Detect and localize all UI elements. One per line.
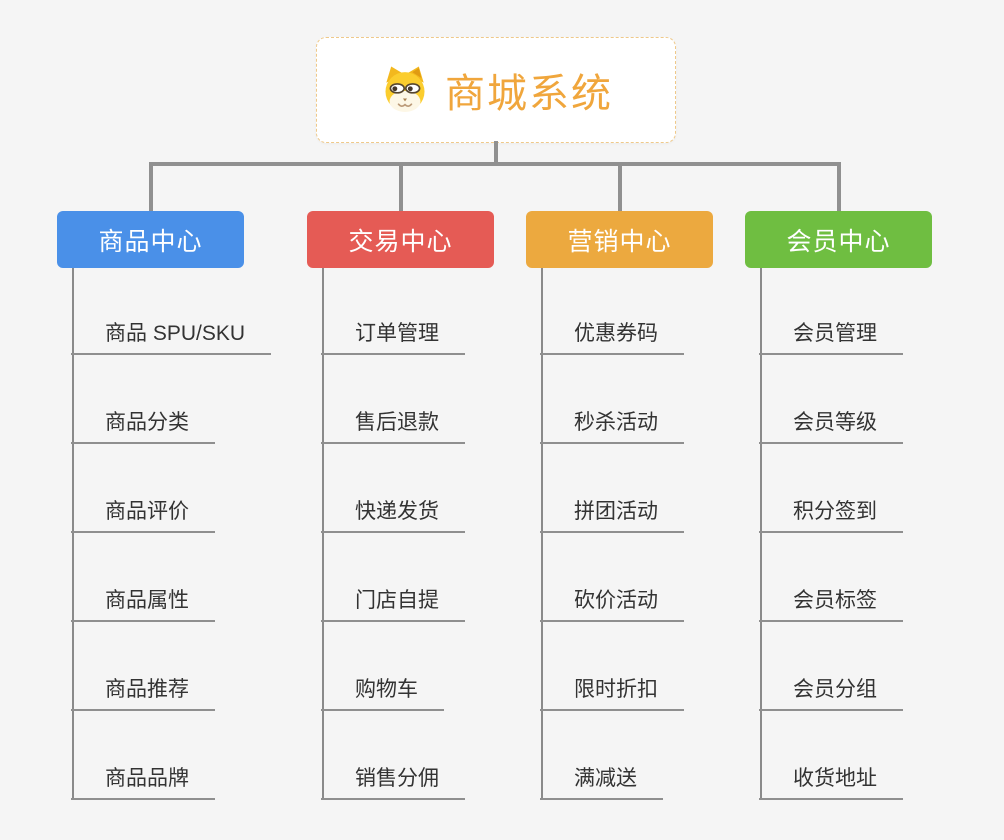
leaf-node[interactable]: 商品推荐: [71, 677, 215, 711]
leaf-node[interactable]: 购物车: [321, 677, 444, 711]
leaf-node[interactable]: 满减送: [540, 766, 663, 800]
leaf-node[interactable]: 优惠券码: [540, 321, 684, 355]
leaf-node[interactable]: 商品分类: [71, 410, 215, 444]
branch-spine-line: [322, 268, 324, 800]
branch-connector-drop: [398, 162, 403, 211]
branch-node-1[interactable]: 商品中心: [57, 211, 244, 268]
branch-connector-drop: [617, 162, 622, 211]
leaf-node[interactable]: 商品属性: [71, 588, 215, 622]
leaf-node[interactable]: 拼团活动: [540, 499, 684, 533]
branch-connector-drop: [148, 162, 153, 211]
leaf-node[interactable]: 门店自提: [321, 588, 465, 622]
root-connector-stub: [494, 141, 498, 166]
leaf-node[interactable]: 会员分组: [759, 677, 903, 711]
branch-connector-drop: [836, 162, 841, 211]
leaf-node[interactable]: 会员管理: [759, 321, 903, 355]
leaf-node[interactable]: 砍价活动: [540, 588, 684, 622]
branch-node-3[interactable]: 营销中心: [526, 211, 713, 268]
leaf-node[interactable]: 快递发货: [321, 499, 465, 533]
leaf-node[interactable]: 秒杀活动: [540, 410, 684, 444]
leaf-node[interactable]: 商品品牌: [71, 766, 215, 800]
branch-node-4[interactable]: 会员中心: [745, 211, 932, 268]
leaf-node[interactable]: 商品评价: [71, 499, 215, 533]
root-title: 商城系统: [445, 72, 613, 116]
leaf-node[interactable]: 售后退款: [321, 410, 465, 444]
branch-spine-line: [541, 268, 543, 800]
root-node[interactable]: 商城系统: [316, 37, 676, 143]
leaf-node[interactable]: 订单管理: [321, 321, 465, 355]
branch-spine-line: [72, 268, 74, 800]
branch-spine-line: [760, 268, 762, 800]
dog-face-icon: [379, 64, 431, 116]
leaf-node[interactable]: 限时折扣: [540, 677, 684, 711]
leaf-node[interactable]: 商品 SPU/SKU: [71, 321, 272, 355]
leaf-node[interactable]: 收货地址: [759, 766, 903, 800]
leaf-node[interactable]: 会员标签: [759, 588, 903, 622]
leaf-node[interactable]: 会员等级: [759, 410, 903, 444]
branch-connector-bar: [148, 162, 841, 166]
leaf-node[interactable]: 销售分佣: [321, 766, 465, 800]
leaf-node[interactable]: 积分签到: [759, 499, 903, 533]
branch-node-2[interactable]: 交易中心: [307, 211, 494, 268]
